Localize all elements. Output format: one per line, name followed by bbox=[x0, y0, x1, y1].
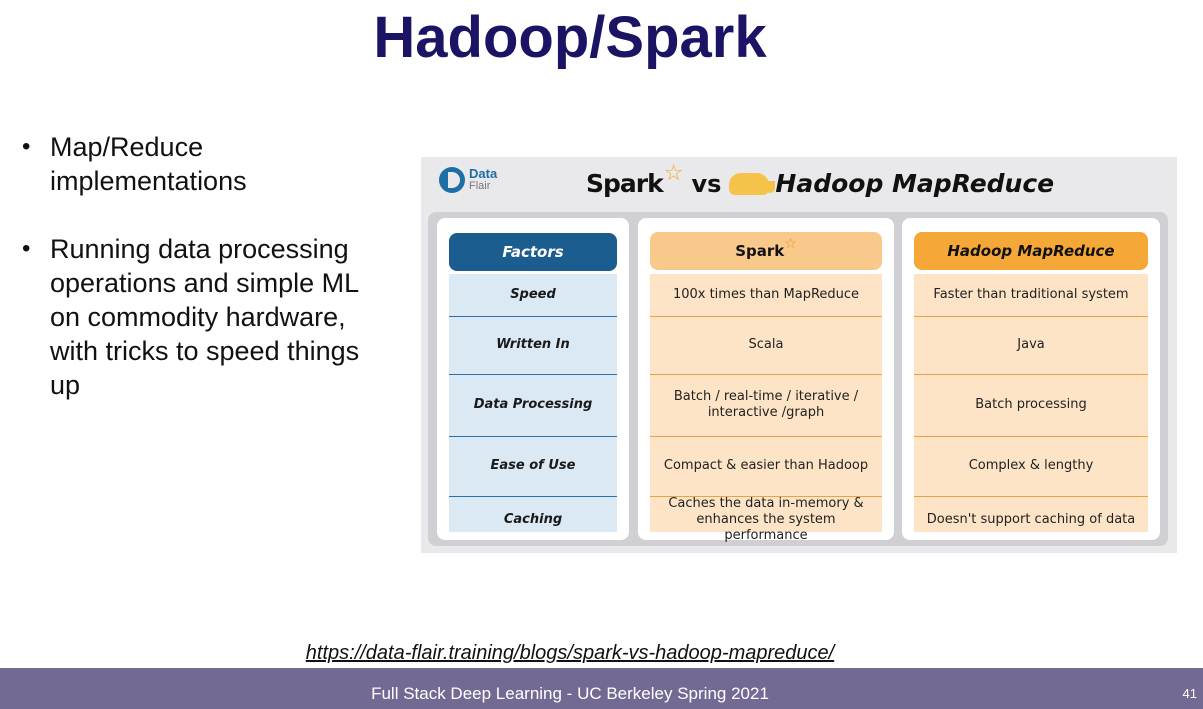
factors-header: Factors bbox=[449, 233, 617, 271]
comparison-infographic: Data Flair Spark ☆ vs Hadoop MapReduce F… bbox=[421, 157, 1177, 553]
spark-cell: Batch / real-time / iterative / interact… bbox=[673, 389, 859, 420]
hadoop-cell: Java bbox=[1017, 337, 1045, 352]
footer-bar: Full Stack Deep Learning - UC Berkeley S… bbox=[0, 668, 1203, 709]
header-hadoop: Hadoop MapReduce bbox=[775, 169, 1055, 198]
hadoop-column: Hadoop MapReduce Faster than traditional… bbox=[902, 218, 1160, 540]
header-spark: Spark bbox=[586, 169, 664, 198]
elephant-icon bbox=[729, 172, 776, 195]
bullet-dot-icon: • bbox=[22, 235, 31, 262]
bullet-dot-icon: • bbox=[22, 133, 31, 160]
hadoop-cell: Batch processing bbox=[975, 397, 1087, 412]
bullet-item: • Running data processing operations and… bbox=[22, 232, 392, 402]
spark-cell: 100x times than MapReduce bbox=[672, 287, 860, 302]
factor-cell: Written In bbox=[496, 337, 570, 352]
header-vs: vs bbox=[691, 169, 722, 198]
star-icon: ☆ bbox=[663, 161, 684, 186]
factors-column: Factors Speed Written In Data Processing… bbox=[437, 218, 629, 540]
spark-header: Spark ☆ bbox=[650, 232, 882, 270]
bullet-text: Map/Reduce implementations bbox=[50, 132, 247, 196]
source-link[interactable]: https://data-flair.training/blogs/spark-… bbox=[305, 642, 835, 664]
factor-cell: Ease of Use bbox=[490, 458, 576, 473]
star-icon: ☆ bbox=[784, 236, 797, 252]
spark-cell: Scala bbox=[748, 337, 784, 352]
spark-cell: Caches the data in-memory & enhances the… bbox=[668, 496, 864, 543]
hadoop-header: Hadoop MapReduce bbox=[914, 232, 1148, 270]
logo-text-top: Data bbox=[469, 166, 498, 181]
comparison-table: Factors Speed Written In Data Processing… bbox=[428, 212, 1168, 546]
factor-cell: Caching bbox=[503, 512, 563, 527]
factor-cell: Data Processing bbox=[473, 397, 593, 412]
dataflair-logo-icon bbox=[439, 167, 465, 193]
slide-title: Hadoop/Spark bbox=[373, 5, 767, 70]
bullet-list: • Map/Reduce implementations • Running d… bbox=[22, 130, 392, 436]
logo-text-bottom: Flair bbox=[469, 180, 491, 192]
factor-cell: Speed bbox=[510, 287, 556, 302]
bullet-item: • Map/Reduce implementations bbox=[22, 130, 392, 198]
hadoop-cell: Doesn't support caching of data bbox=[926, 512, 1136, 527]
hadoop-cell: Faster than traditional system bbox=[933, 287, 1129, 302]
hadoop-cell: Complex & lengthy bbox=[968, 458, 1094, 473]
spark-cell: Compact & easier than Hadoop bbox=[663, 458, 869, 473]
dataflair-logo: Data Flair bbox=[439, 167, 497, 193]
footer-text: Full Stack Deep Learning - UC Berkeley S… bbox=[371, 684, 769, 703]
spark-column: Spark ☆ 100x times than MapReduce Scala … bbox=[638, 218, 894, 543]
page-number: 41 bbox=[1182, 686, 1197, 701]
bullet-text: Running data processing operations and s… bbox=[50, 234, 360, 400]
infographic-header: Spark ☆ vs Hadoop MapReduce bbox=[586, 161, 1055, 198]
